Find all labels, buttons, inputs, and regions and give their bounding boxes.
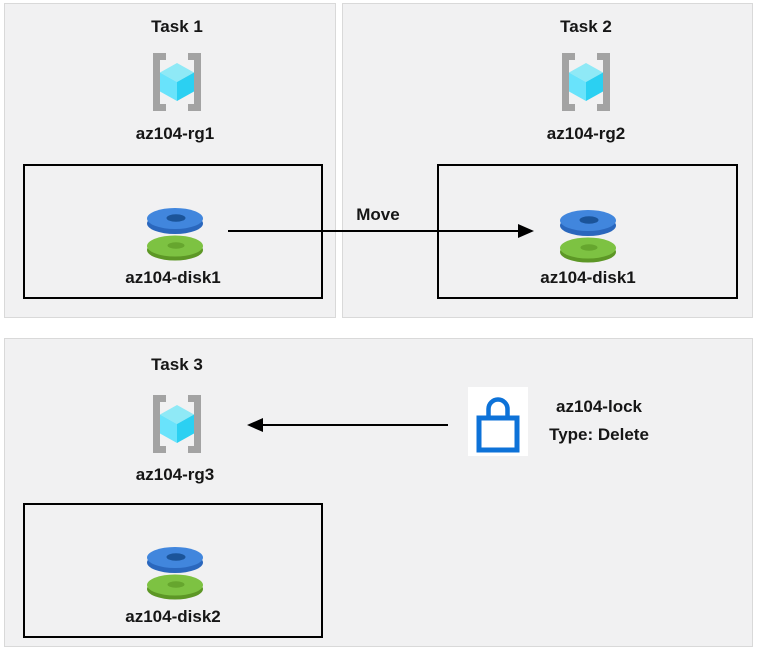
- task3-rg-label: az104-rg3: [135, 465, 215, 484]
- move-arrow-label: Move: [356, 205, 400, 224]
- lock-name: az104-lock: [555, 397, 642, 416]
- disk-icon: [558, 204, 618, 266]
- lock-type: Type: Delete: [549, 425, 649, 444]
- lock-arrow: [247, 418, 448, 432]
- resource-group-icon: [558, 52, 614, 112]
- task3-resource-box: az104-disk2: [23, 503, 323, 638]
- lock-caption: az104-lock Type: Delete: [549, 393, 649, 449]
- move-arrow: [228, 224, 534, 238]
- task1-disk-label: az104-disk1: [125, 268, 221, 287]
- task1-title: Task 1: [151, 17, 203, 36]
- resource-group-icon: [149, 394, 205, 454]
- disk-icon: [145, 541, 205, 603]
- resource-group-icon: [149, 52, 205, 112]
- task2-title: Task 2: [560, 17, 612, 36]
- task3-disk-label: az104-disk2: [125, 607, 221, 626]
- task2-resource-box: az104-disk1: [437, 164, 738, 299]
- task1-resource-box: az104-disk1: [23, 164, 323, 299]
- task2-disk-label: az104-disk1: [540, 268, 636, 287]
- lock-icon: [468, 387, 528, 456]
- disk-icon: [145, 202, 205, 264]
- task1-rg-label: az104-rg1: [135, 124, 215, 143]
- task1-panel: Task 1 az104-rg1: [4, 3, 336, 318]
- task3-panel: Task 3 az104-rg3: [4, 338, 753, 647]
- task2-panel: Task 2 az104-rg2: [342, 3, 753, 318]
- task3-title: Task 3: [151, 355, 203, 374]
- task2-rg-label: az104-rg2: [546, 124, 626, 143]
